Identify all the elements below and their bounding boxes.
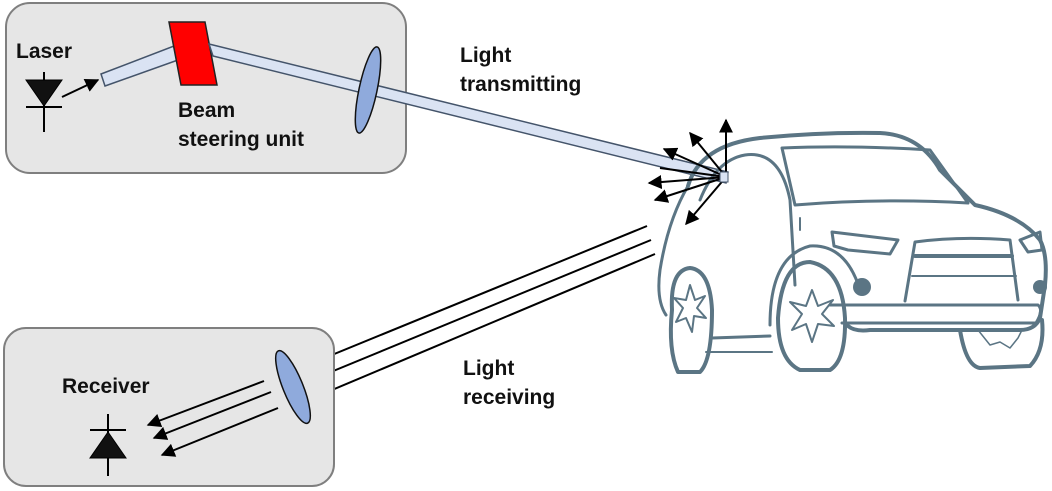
scatter-ray: [662, 147, 727, 178]
transmit-lens: [354, 46, 382, 134]
transmit-label-line2: transmitting: [460, 73, 581, 96]
return-rays: [303, 225, 656, 400]
scatter-ray: [685, 176, 727, 226]
laser-label: Laser: [16, 40, 72, 63]
focused-ray: [160, 407, 279, 457]
transmitter-box: [5, 2, 407, 174]
beam-steering-unit: [168, 21, 218, 86]
focused-ray: [146, 380, 265, 428]
scatter-ray: [647, 175, 727, 189]
laser-diode-icon: [25, 72, 63, 132]
receive-lens: [274, 349, 312, 425]
reflection-point: [719, 171, 729, 183]
transmitter-module: Laser Beam steering unit: [5, 2, 407, 174]
receiver-label: Receiver: [62, 375, 150, 398]
scatter-rays: [647, 118, 733, 226]
receiver-box: [3, 327, 335, 487]
car-illustration: [657, 130, 1048, 374]
focused-ray: [152, 391, 272, 440]
return-ray: [307, 239, 652, 383]
scatter-ray: [653, 176, 727, 203]
steering-label-line1: Beam: [178, 99, 235, 122]
return-ray: [311, 253, 656, 400]
focused-rays: [146, 380, 279, 457]
laser-emit-arrow: [61, 79, 100, 98]
receiver-module: Receiver: [3, 327, 335, 487]
steering-label-line2: steering unit: [178, 128, 304, 151]
transmitted-beam: [207, 42, 729, 184]
scatter-ray: [689, 131, 727, 178]
return-ray: [303, 225, 648, 368]
receive-label-line1: Light: [463, 357, 514, 380]
scatter-ray: [659, 167, 727, 178]
receive-label-line2: receiving: [463, 386, 555, 409]
transmit-label-line1: Light: [460, 44, 511, 67]
photodiode-icon: [89, 414, 127, 476]
